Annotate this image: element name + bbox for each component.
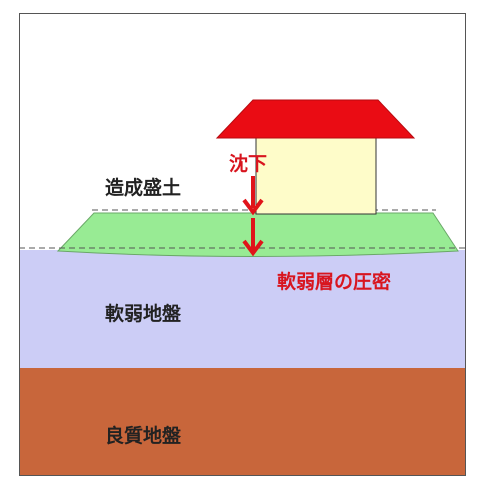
frame-border xyxy=(19,13,466,476)
soft-ground-layer xyxy=(19,250,466,368)
soft-layer-consolidation-label: 軟弱層の圧密 xyxy=(277,270,391,293)
soft-ground-label: 軟弱地盤 xyxy=(105,302,182,325)
house-wall xyxy=(255,137,377,215)
fill-embankment-label: 造成盛土 xyxy=(105,176,181,199)
good-ground-label: 良質地盤 xyxy=(105,424,182,447)
house-roof xyxy=(215,99,416,139)
good-ground-layer xyxy=(19,368,466,476)
settlement-arrow-upper-head xyxy=(242,198,264,216)
settlement-label: 沈下 xyxy=(229,152,267,175)
fill-embankment xyxy=(56,212,459,257)
settlement-arrow-lower-head xyxy=(242,239,264,257)
